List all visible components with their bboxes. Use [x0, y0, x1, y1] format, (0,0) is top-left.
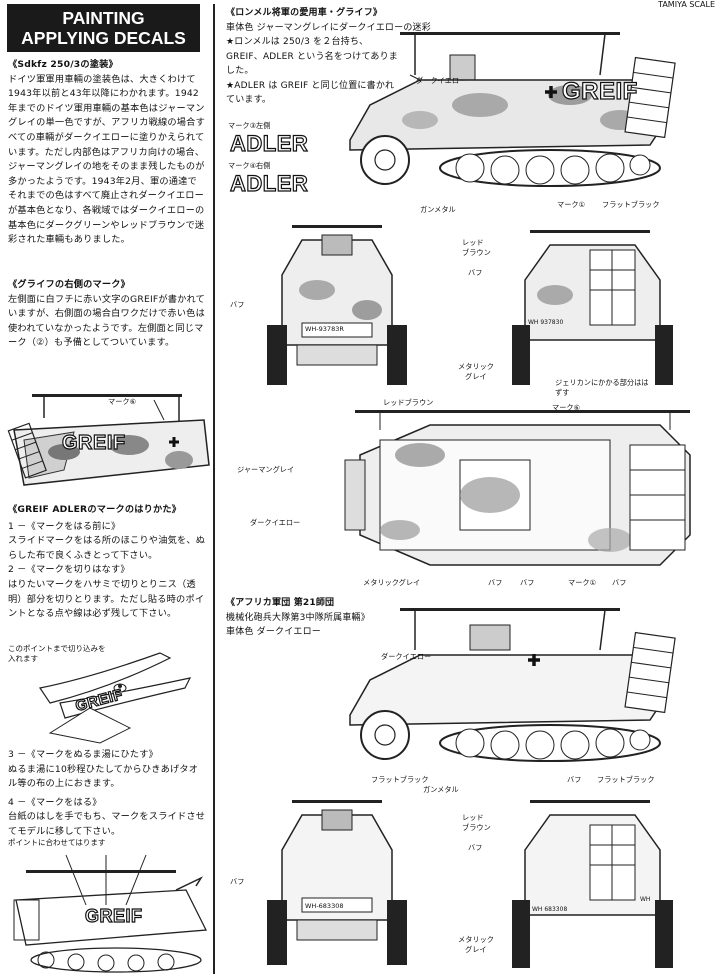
greif-side-illustration	[7, 394, 210, 486]
label-buff-4: バフ	[230, 877, 245, 886]
adler-decal-left: ADLER	[229, 130, 309, 156]
africa-heading: 《アフリカ軍団 第21師団	[226, 598, 335, 608]
label-mark6-top: マーク⑥	[552, 403, 581, 412]
label-dark-yellow-1: ダークイエロー	[416, 76, 467, 85]
left-mark6-label: マーク⑥	[108, 397, 137, 406]
title-line-1: PAINTING	[62, 8, 145, 28]
column-divider	[213, 4, 215, 974]
rommel-rear-view	[512, 230, 673, 385]
rommel-side-view	[349, 32, 676, 187]
africa-side-view	[349, 608, 676, 762]
left-greif-decal: GREIF	[61, 431, 126, 454]
plate-rear-1: WH 937830	[528, 319, 564, 326]
label-red-brown-top: レッドブラウン	[383, 398, 434, 407]
label-dark-yellow-2: ダークイエロー	[250, 518, 301, 527]
cut-note: このポイントまで切り込みを入れます	[8, 644, 106, 663]
section-title-box: PAINTING APPLYING DECALS	[7, 4, 200, 52]
rommel-greif-decal: GREIF	[561, 77, 638, 105]
jerrycan-text: ジェリカンにかかる部分ははずす	[555, 378, 649, 397]
label-flat-black-2: フラットブラック	[371, 775, 429, 784]
label-metallic-grey-top: メタリックグレイ	[363, 578, 421, 587]
label-gunmetal-2: ガンメタル	[423, 785, 459, 794]
step1-heading: 1 －《マークをはる前に》	[8, 520, 121, 532]
africa-unit: 機械化砲兵大隊第3中隊所属車輛》	[226, 612, 370, 623]
label-grey-1: グレイ	[465, 372, 487, 381]
sec2-heading: 《グライフの右側のマーク》	[8, 279, 131, 290]
label-flat-black-top: フラットブラック	[602, 200, 660, 209]
align-note: ポイントに合わせてはります	[8, 838, 106, 847]
plate-wh-rear-2: WH	[640, 896, 651, 903]
rommel-note-2: ★ADLER は GREIF と同じ位置に書かれています。	[226, 80, 395, 106]
label-brown-2: ブラウン	[462, 823, 491, 832]
label-buff-top-1: バフ	[488, 578, 503, 587]
decal-howto-section: 《GREIF ADLERのマークのはりかた》 1 －《マークをはる前に》 スライ…	[8, 503, 206, 622]
label-mark1-top-view: マーク①	[568, 578, 597, 587]
sec2-body: 左側面に白フチに赤い文字のGREIFが書かれていますが、右側面の場合白ワクだけで…	[8, 293, 206, 349]
label-mark3: マーク③左側	[228, 121, 271, 130]
africa-section: 《アフリカ軍団 第21師団 機械化砲兵大隊第3中隊所属車輛》 車体色 ダークイエ…	[226, 596, 476, 640]
label-jerrycan: ジェリカンにかかる部分ははずす	[555, 378, 650, 398]
sec1-body: ドイツ軍軍用車輛の塗装色は、大きくわけて1943年以前と43年以降にわかれます。…	[8, 73, 205, 246]
label-flat-black-3: フラットブラック	[597, 775, 655, 784]
painting-section: 《Sdkfz 250/3の塗装》 ドイツ軍軍用車輛の塗装色は、大きくわけて194…	[8, 58, 206, 248]
step3-body: ぬるま湯に10秒程ひたしてからひきあげタオル等の布の上におきます。	[8, 763, 199, 790]
sec1-heading: 《Sdkfz 250/3の塗装》	[8, 59, 118, 70]
greif-right-section: 《グライフの右側のマーク》 左側面に白フチに赤い文字のGREIFが書かれています…	[8, 278, 206, 351]
label-mark1-top: マーク①	[557, 200, 586, 209]
page-header: TAMIYA SCALE	[658, 0, 715, 9]
label-buff-1: バフ	[230, 300, 245, 309]
label-buff-3: バフ	[567, 775, 582, 784]
apply-greif-decal: GREIF	[84, 905, 143, 926]
step3-heading: 3 －《マークをぬるま湯にひたす》	[8, 749, 158, 760]
step4-body: 台紙のはしを手でもち、マークをスライドさせてモデルに移して下さい。	[8, 811, 206, 837]
rommel-note-1: ★ロンメルは 250/3 を２台持ち、GREIF、ADLER という名をつけてあ…	[226, 37, 398, 76]
rommel-top-view	[344, 410, 691, 566]
label-buff-top-3: バフ	[612, 578, 627, 587]
label-buff-2: バフ	[468, 268, 483, 277]
plate-front-2: WH-683308	[305, 902, 344, 910]
plate-front-1: WH-93783R	[305, 325, 344, 333]
sec3-heading: 《GREIF ADLERのマークのはりかた》	[8, 504, 182, 515]
rommel-front-view	[267, 225, 407, 385]
apply-decal-illustration	[13, 854, 208, 973]
label-dark-yellow-3: ダークイエロー	[381, 652, 432, 661]
plate-rear-2: WH 683308	[532, 906, 568, 913]
adler-decal-right: ADLER	[229, 170, 309, 196]
label-metallic-2: メタリック	[458, 935, 494, 944]
rommel-heading: 《ロンメル将軍の愛用車・グライフ》	[226, 8, 383, 18]
step4-heading: 4 －《マークをはる》	[8, 796, 102, 808]
label-red-1: レッド	[462, 238, 484, 247]
rommel-section: 《ロンメル将軍の愛用車・グライフ》 車体色 ジャーマングレイにダークイエローの迷…	[226, 6, 466, 108]
label-buff-top-2: バフ	[520, 578, 535, 587]
label-grey-2: グレイ	[465, 945, 487, 954]
step2-body: はりたいマークをハサミで切りとりニス（透明）部分を切りとります。ただし貼る時のポ…	[8, 578, 205, 620]
step2-heading: 2 －《マークを切りはなす》	[8, 564, 130, 576]
africa-color: 車体色 ダークイエロー	[226, 627, 321, 637]
label-german-grey: ジャーマングレイ	[237, 465, 295, 474]
africa-front-view	[267, 800, 407, 965]
label-brown-1: ブラウン	[462, 248, 491, 257]
label-mark4: マーク④右側	[228, 161, 271, 170]
scissors-illustration	[39, 652, 192, 744]
step1-body: スライドマークをはる所のほこりや油気を、ぬらした布で良くふきとって下さい。	[8, 535, 206, 561]
label-red-2: レッド	[462, 813, 484, 822]
steps-3-4: 3 －《マークをぬるま湯にひたす》 ぬるま湯に10秒程ひたしてからひきあげタオル…	[8, 748, 206, 840]
rommel-color: 車体色 ジャーマングレイにダークイエローの迷彩	[226, 22, 431, 33]
africa-rear-view	[512, 800, 673, 968]
label-gunmetal-1: ガンメタル	[420, 205, 456, 214]
label-buff-5: バフ	[468, 843, 483, 852]
title-line-2: APPLYING DECALS	[21, 28, 186, 48]
label-metallic-1: メタリック	[458, 362, 494, 371]
